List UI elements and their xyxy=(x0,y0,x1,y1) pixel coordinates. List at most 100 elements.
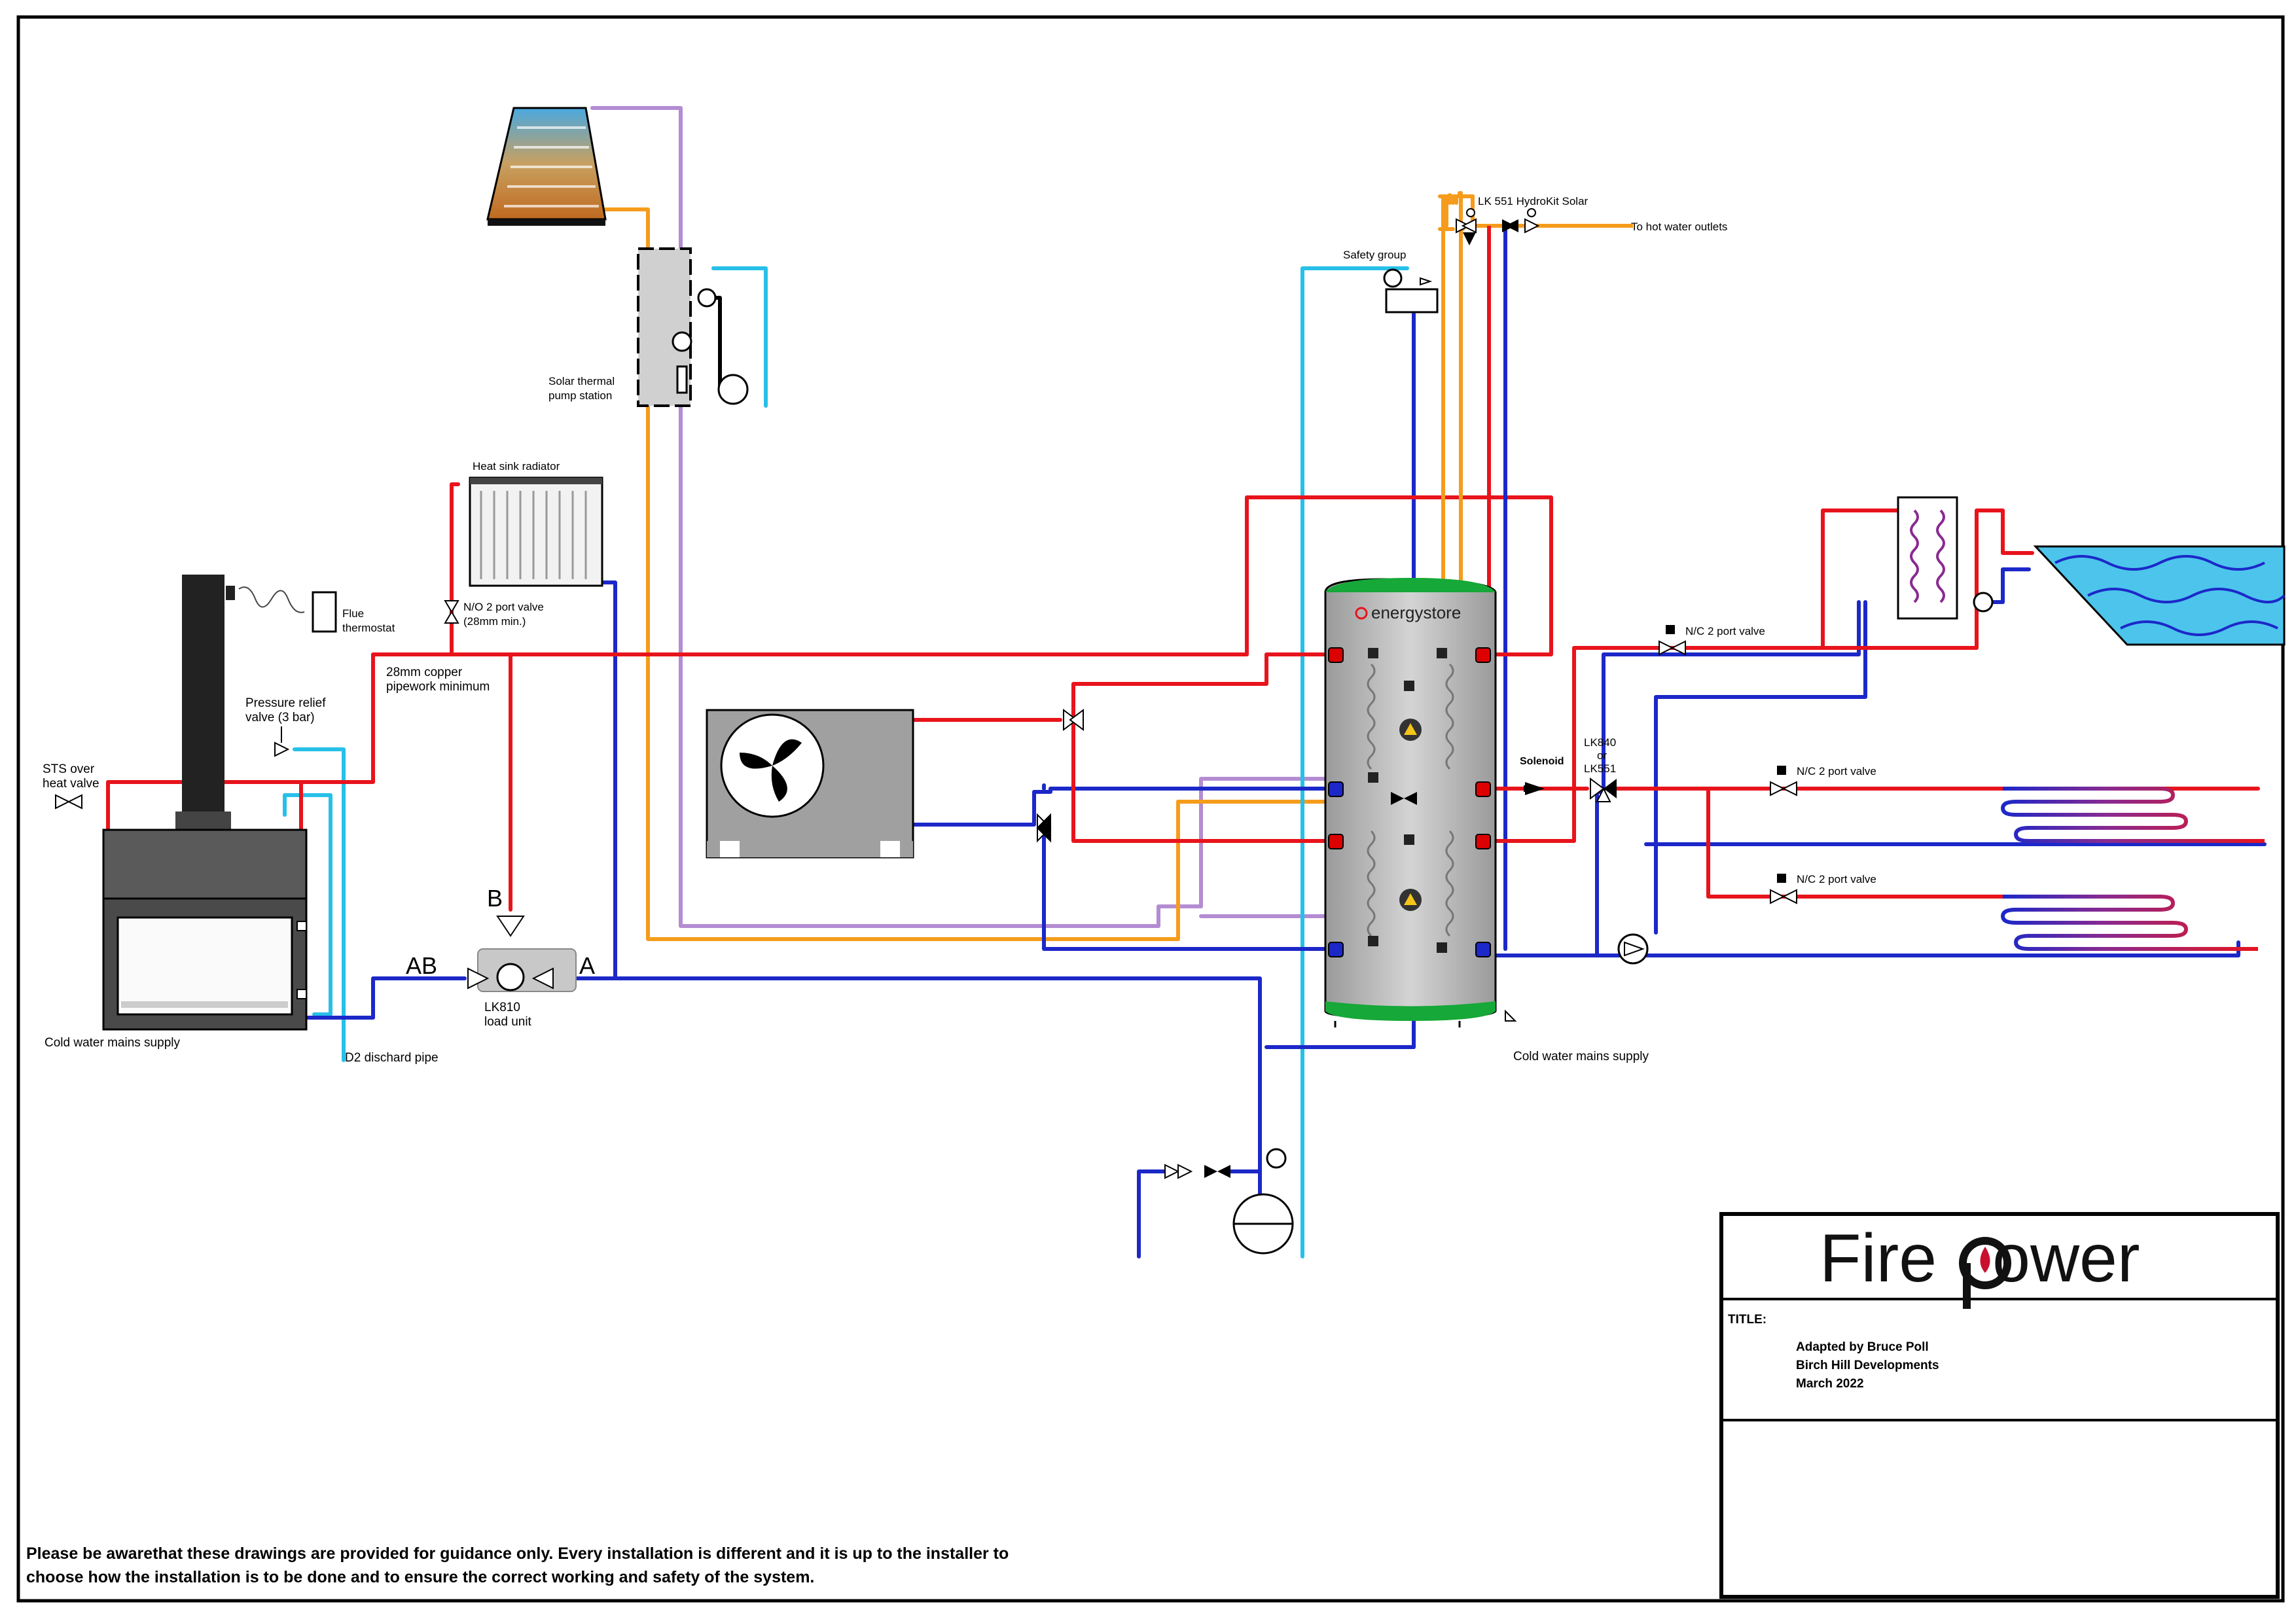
heat-sink-label: Heat sink radiator xyxy=(473,460,560,473)
logo-text-suffix: ower xyxy=(1992,1221,2140,1296)
expansion-gauge-icon xyxy=(1266,1148,1287,1169)
port-a-label: A xyxy=(579,952,595,979)
no-valve-label-2: (28mm min.) xyxy=(463,615,526,628)
cold-mains-right: Cold water mains supply xyxy=(1505,1009,1649,1063)
load-unit-return xyxy=(561,976,1262,1239)
ufh-loop-2 xyxy=(2000,895,2258,951)
pool-return xyxy=(1595,600,1867,957)
radiator-return xyxy=(600,580,617,980)
credit-line-2: Birch Hill Developments xyxy=(1796,1359,1939,1372)
ufh-pump xyxy=(1617,933,1649,965)
energystore-tank: energystore xyxy=(1324,578,1497,1027)
disclaimer: Please be awarethat these drawings are p… xyxy=(26,1544,1009,1586)
title-label: TITLE: xyxy=(1728,1313,1767,1327)
stove-discharge-pipe xyxy=(283,793,332,1016)
tank-to-hp-red xyxy=(1071,652,1337,843)
upper-coil-2 xyxy=(1445,663,1454,770)
flue-label-2: thermostat xyxy=(342,622,395,634)
pump-station-exp xyxy=(702,296,735,388)
logo-text-prefix: Fire xyxy=(1820,1221,1937,1296)
flue-label-1: Flue xyxy=(342,607,364,620)
solenoid-label: Solenoid xyxy=(1520,756,1564,767)
solar-expansion-vessel-icon xyxy=(717,374,749,405)
port-ab-label: AB xyxy=(406,952,437,979)
plate-heat-exchanger xyxy=(1897,496,1958,620)
safety-gauge-icon xyxy=(1383,268,1403,288)
nc-valve-ufh1: N/C 2 port valve xyxy=(1770,765,1876,796)
prv-label-1: Pressure relief xyxy=(245,696,326,710)
nc-valve-ufh2: N/C 2 port valve xyxy=(1770,873,1876,904)
heatpump-return xyxy=(911,787,1337,827)
solenoid-valve: Solenoid xyxy=(1520,756,1564,795)
lk840-label-1: LK840 xyxy=(1584,736,1616,749)
ufh-loops xyxy=(2000,787,2265,951)
stove-flow-main xyxy=(299,495,1553,836)
d2-label: D2 dischard pipe xyxy=(345,1051,439,1065)
lk840-label-2: or xyxy=(1597,749,1607,762)
energystore-logo: energystore xyxy=(1371,603,1461,622)
drawing-border xyxy=(16,15,2285,1603)
upper-coil xyxy=(1367,663,1376,770)
disclaimer-line-1: Please be awarethat these drawings are p… xyxy=(26,1544,1009,1563)
nc-ufh2-label: N/C 2 port valve xyxy=(1797,873,1876,885)
safety-group: Safety group xyxy=(1343,249,1439,313)
radiator-flow xyxy=(450,482,460,656)
sts-label-2: heat valve xyxy=(43,777,99,791)
hp-diverter-valves xyxy=(1036,709,1084,843)
no-valve-label-1: N/O 2 port valve xyxy=(463,601,544,613)
solar-collector xyxy=(486,107,607,226)
nc-valve-pool: N/C 2 port valve xyxy=(1659,625,1765,656)
hot-outlets-label: To hot water outlets xyxy=(1631,221,1727,233)
stove-cold-return xyxy=(306,976,467,1020)
nc-pool-label: N/C 2 port valve xyxy=(1685,625,1765,637)
safety-discharge-pipe xyxy=(1300,266,1409,1258)
hydrokit-valves: LK 551 HydroKit Solar To hot water outle… xyxy=(1456,195,1727,245)
solar-pump-station: Solar thermal pump station xyxy=(548,247,749,407)
lower-coil xyxy=(1367,830,1376,937)
prv-valve-icon xyxy=(274,726,290,757)
pool-pump-icon xyxy=(1973,592,1994,613)
pool-flow xyxy=(1575,508,1900,650)
load-pump-icon xyxy=(496,963,525,991)
copper-label-2: pipework minimum xyxy=(386,680,490,694)
solar-discharge-pipe xyxy=(711,266,768,408)
stove-window xyxy=(117,916,293,1016)
solar-gauge-icon xyxy=(697,288,717,308)
lk840-label-3: LK551 xyxy=(1584,762,1616,775)
safety-group-label: Safety group xyxy=(1343,249,1406,261)
sts-valve-icon xyxy=(55,794,82,810)
wood-stove xyxy=(102,575,308,1031)
title-block: Fire ower TITLE: Adapted by Bruce Poll Bi… xyxy=(1719,1212,2280,1599)
logo-drop-icon xyxy=(1959,1237,2011,1309)
lk810-label-2: load unit xyxy=(484,1015,532,1029)
stove-flue xyxy=(182,575,224,820)
credit-line-1: Adapted by Bruce Poll xyxy=(1796,1340,1929,1354)
flue-thermostat: Flue thermostat xyxy=(238,586,395,634)
credit-line-3: March 2022 xyxy=(1796,1377,1864,1391)
cold-mains-right-label: Cold water mains supply xyxy=(1513,1050,1649,1063)
sts-label-1: STS over xyxy=(43,762,95,776)
ufh-return-1 xyxy=(1644,842,2267,935)
cold-mains-left-label: Cold water mains supply xyxy=(45,1036,180,1050)
no-2-port-valve: N/O 2 port valve (28mm min.) xyxy=(444,600,544,628)
swimming-pool xyxy=(1973,545,2286,646)
prv-label-2: valve (3 bar) xyxy=(245,711,315,724)
disclaimer-line-2: choose how the installation is to be don… xyxy=(26,1568,814,1586)
heat-sink-radiator: Heat sink radiator xyxy=(469,460,603,587)
nc-valves: N/C 2 port valve N/C 2 port valve N/C 2 … xyxy=(1659,625,1876,904)
tank-mixing-valve-icon xyxy=(1391,792,1404,805)
firepower-logo: Fire ower xyxy=(1820,1221,2140,1309)
expansion-vessel xyxy=(1164,1148,1294,1255)
lk810-label-1: LK810 xyxy=(484,1001,520,1014)
nc-ufh1-label: N/C 2 port valve xyxy=(1797,765,1876,777)
prv-discharge-pipe xyxy=(293,747,346,1062)
solar-flowmeter-icon xyxy=(676,365,688,394)
solar-pump-icon xyxy=(672,331,692,352)
lower-coil-2 xyxy=(1445,830,1454,937)
solar-station-label-2: pump station xyxy=(548,389,612,402)
stove-flow-to-load xyxy=(106,652,512,912)
copper-label-1: 28mm copper xyxy=(386,666,463,679)
solar-station-label-1: Solar thermal xyxy=(548,375,615,387)
